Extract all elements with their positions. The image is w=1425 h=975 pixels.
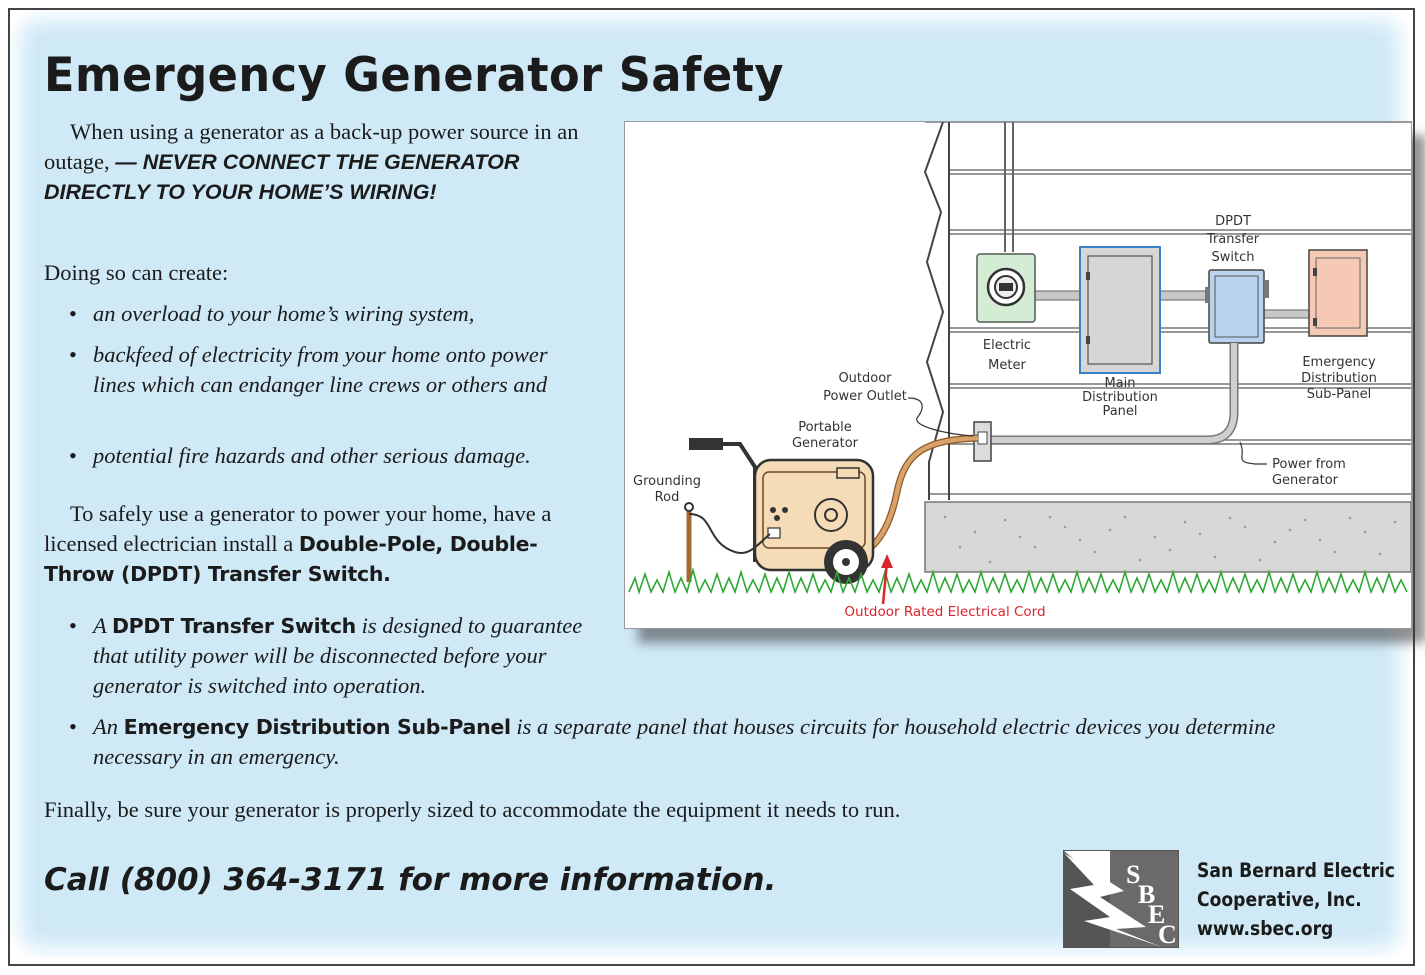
risks-heading: Doing so can create: — [44, 260, 229, 285]
bullet-icon: • — [69, 714, 77, 739]
label-sub-panel: Emergency — [1302, 355, 1376, 370]
definition-term: Emergency Distribution Sub-Panel — [123, 715, 511, 739]
organization-name-line2: Cooperative, Inc. — [1197, 888, 1362, 911]
label-portable-generator: Generator — [792, 436, 859, 451]
label-electric-meter: Electric — [983, 338, 1031, 353]
label-main-panel: Panel — [1102, 404, 1137, 419]
service-conduit — [1004, 122, 1014, 252]
logo-letter: E — [1148, 900, 1165, 929]
wiring-diagram: Electric Meter Main Distribution Panel D… — [624, 121, 1412, 629]
logo-letter: S — [1126, 860, 1140, 889]
label-main-panel: Distribution — [1082, 390, 1158, 405]
transfer-switch-icon — [1205, 269, 1269, 344]
intro-warning: — NEVER CONNECT THE GENERATOR DIRECTLY T… — [44, 150, 520, 204]
call-to-action: Call (800) 364-3171 for more information… — [44, 862, 777, 898]
cord-pointer-arrowhead — [881, 554, 893, 568]
grounding-rod-icon — [684, 502, 771, 582]
label-grounding-rod: Rod — [655, 490, 680, 505]
intro-lead: When using a generator as a back-up powe… — [44, 119, 579, 174]
sbec-logo-mark: S B E C — [1064, 851, 1178, 949]
definition-prefix: An — [93, 714, 118, 739]
organization-name: San Bernard Electric — [1197, 859, 1395, 882]
bullet-icon: • — [69, 613, 77, 638]
definition-item: • A DPDT Transfer Switch is designed to … — [69, 611, 603, 701]
label-transfer-switch: Transfer — [1206, 232, 1260, 247]
electric-meter-icon — [976, 253, 1036, 323]
risk-item-text: backfeed of electricity from your home o… — [93, 342, 548, 397]
intro-paragraph: When using a generator as a back-up powe… — [44, 117, 584, 207]
label-power-from-generator: Generator — [1272, 473, 1339, 488]
main-panel-icon — [1079, 246, 1161, 374]
logo-letter: C — [1158, 920, 1177, 947]
leader-lines — [907, 397, 1267, 465]
label-outdoor-outlet: Outdoor — [838, 371, 892, 386]
closing-paragraph: Finally, be sure your generator is prope… — [44, 797, 901, 822]
label-transfer-switch: Switch — [1212, 250, 1255, 265]
sub-panel-icon — [1308, 249, 1368, 337]
cord-pointer-arrow — [881, 561, 889, 605]
label-grounding-rod: Grounding — [633, 474, 701, 489]
wiring-diagram-svg: Electric Meter Main Distribution Panel D… — [628, 122, 1411, 620]
label-portable-generator: Portable — [798, 420, 852, 435]
organization-info: San Bernard Electric Cooperative, Inc. w… — [1197, 856, 1395, 943]
label-transfer-switch: DPDT — [1215, 214, 1251, 229]
transfer-switch-name: Double-Pole, Double-Throw (DPDT) Transfe… — [44, 532, 538, 586]
grass — [628, 566, 1408, 595]
label-outdoor-outlet: Power Outlet — [823, 389, 907, 404]
foundation — [924, 501, 1411, 573]
definition-text: is designed to guarantee that utility po… — [93, 613, 583, 698]
safe-use-lead: To safely use a generator to power your … — [44, 501, 552, 556]
risk-item: • an overload to your home’s wiring syst… — [69, 299, 593, 329]
label-electrical-cord: Outdoor Rated Electrical Cord — [844, 604, 1045, 620]
label-main-panel: Main — [1104, 376, 1135, 391]
definition-item: • An Emergency Distribution Sub-Panel is… — [69, 712, 1293, 772]
safe-use-paragraph: To safely use a generator to power your … — [44, 499, 584, 589]
risk-item: • backfeed of electricity from your home… — [69, 340, 583, 400]
label-electric-meter: Meter — [988, 358, 1026, 373]
logo-letter: B — [1138, 880, 1155, 909]
label-sub-panel: Sub-Panel — [1307, 387, 1372, 402]
outdoor-outlet-icon — [973, 421, 992, 462]
sbec-logo: S B E C — [1063, 850, 1179, 949]
risk-item-text: an overload to your home’s wiring system… — [93, 301, 475, 326]
bullet-icon: • — [69, 443, 77, 468]
definition-text: is a separate panel that houses circuits… — [93, 714, 1276, 769]
definition-term: DPDT Transfer Switch — [111, 614, 356, 638]
risk-item-text: potential fire hazards and other serious… — [93, 443, 531, 468]
risk-item: • potential fire hazards and other serio… — [69, 441, 613, 471]
organization-website: www.sbec.org — [1197, 917, 1334, 940]
bullet-icon: • — [69, 342, 77, 367]
label-power-from-generator: Power from — [1272, 457, 1346, 472]
bullet-icon: • — [69, 301, 77, 326]
page-title: Emergency Generator Safety — [44, 48, 785, 103]
definition-prefix: A — [93, 613, 107, 638]
portable-generator-icon — [689, 438, 875, 584]
label-sub-panel: Distribution — [1301, 371, 1377, 386]
